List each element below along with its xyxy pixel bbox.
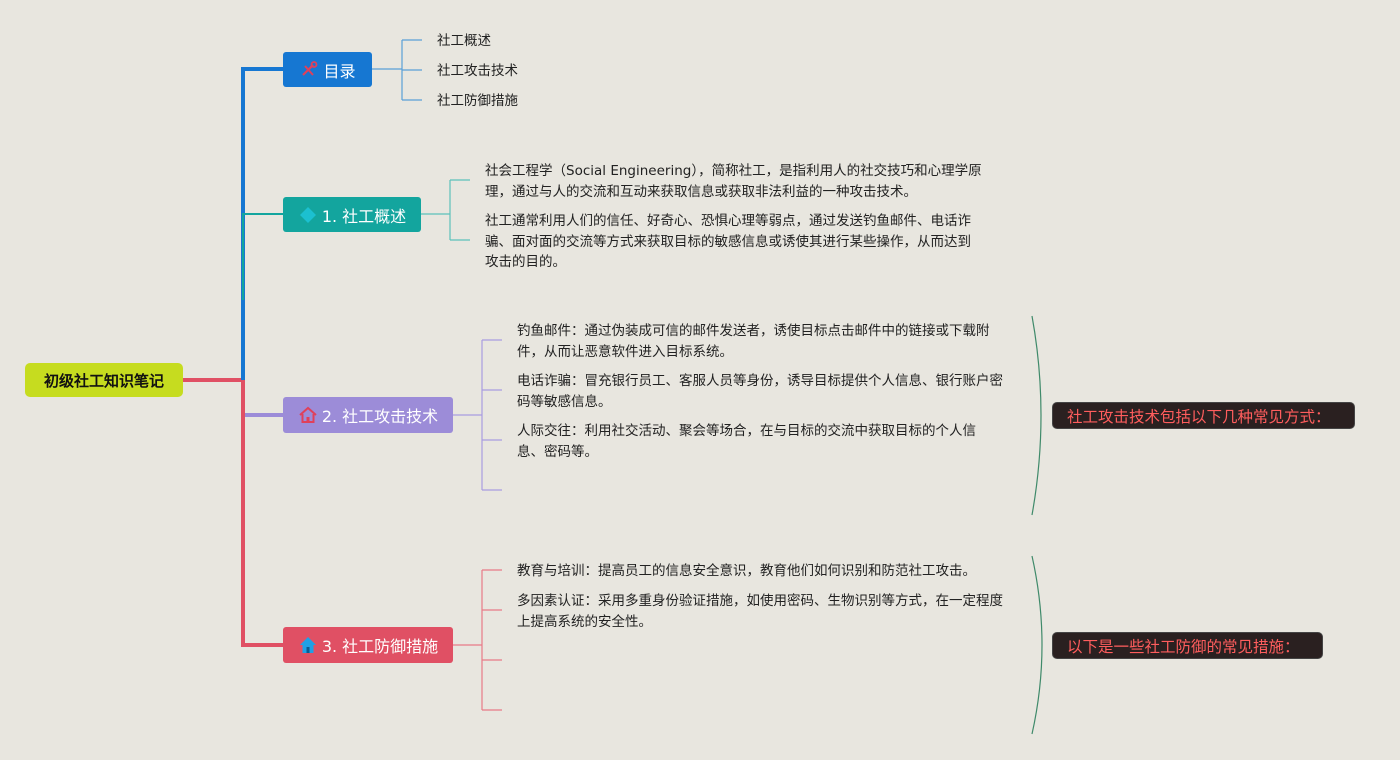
connector-attack <box>241 380 283 417</box>
brace-attack <box>1031 315 1042 516</box>
root-node[interactable]: 初级社工知识笔记 <box>25 363 183 397</box>
home-icon <box>298 405 318 425</box>
toc-item[interactable]: 社工概述 <box>437 33 491 49</box>
attack-summary-text: 社工攻击技术包括以下几种常见方式： <box>1067 407 1331 426</box>
home-filled-icon <box>298 635 318 655</box>
attack-summary[interactable]: 社工攻击技术包括以下几种常见方式： <box>1052 402 1355 429</box>
toc-item[interactable]: 社工防御措施 <box>437 93 518 109</box>
diamond-icon <box>298 205 318 225</box>
brace-defense <box>1031 555 1043 735</box>
tools-icon <box>299 60 319 80</box>
connector-toc <box>241 67 283 380</box>
branch-toc[interactable]: 目录 <box>283 52 372 87</box>
defense-summary[interactable]: 以下是一些社工防御的常见措施： <box>1052 632 1323 659</box>
connector-overview <box>242 213 283 300</box>
branch-toc-label: 目录 <box>323 61 356 81</box>
defense-item[interactable]: 教育与培训：提高员工的信息安全意识，教育他们如何识别和防范社工攻击。 <box>517 563 976 579</box>
attack-item[interactable]: 人际交往：利用社交活动、聚会等场合，在与目标的交流中获取目标的个人信息、密码等。 <box>517 423 976 460</box>
connector-toc-children <box>372 39 422 101</box>
overview-paragraph[interactable]: 社会工程学（Social Engineering），简称社工，是指利用人的社交技… <box>485 163 982 200</box>
attack-item[interactable]: 钓鱼邮件：通过伪装成可信的邮件发送者，诱使目标点击邮件中的链接或下载附件，从而让… <box>517 323 990 360</box>
branch-overview-label: 1. 社工概述 <box>321 206 407 226</box>
connector-attack-children <box>453 339 502 491</box>
branch-overview[interactable]: 1. 社工概述 <box>283 197 421 232</box>
defense-item[interactable]: 多因素认证：采用多重身份验证措施，如使用密码、生物识别等方式，在一定程度上提高系… <box>517 593 1003 630</box>
connector-defense-children <box>453 569 502 711</box>
branch-defense[interactable]: 3. 社工防御措施 <box>283 627 453 663</box>
defense-summary-text: 以下是一些社工防御的常见措施： <box>1067 637 1300 656</box>
connector-defense <box>241 380 283 647</box>
attack-item[interactable]: 电话诈骗：冒充银行员工、客服人员等身份，诱导目标提供个人信息、银行账户密码等敏感… <box>517 373 1003 410</box>
connector-overview-children <box>421 179 470 241</box>
toc-item[interactable]: 社工攻击技术 <box>437 63 518 79</box>
branch-defense-label: 3. 社工防御措施 <box>321 637 439 656</box>
root-label: 初级社工知识笔记 <box>43 371 164 390</box>
branch-attack[interactable]: 2. 社工攻击技术 <box>283 397 453 433</box>
overview-paragraph[interactable]: 社工通常利用人们的信任、好奇心、恐惧心理等弱点，通过发送钓鱼邮件、电话诈骗、面对… <box>485 213 971 270</box>
branch-attack-label: 2. 社工攻击技术 <box>321 407 439 426</box>
